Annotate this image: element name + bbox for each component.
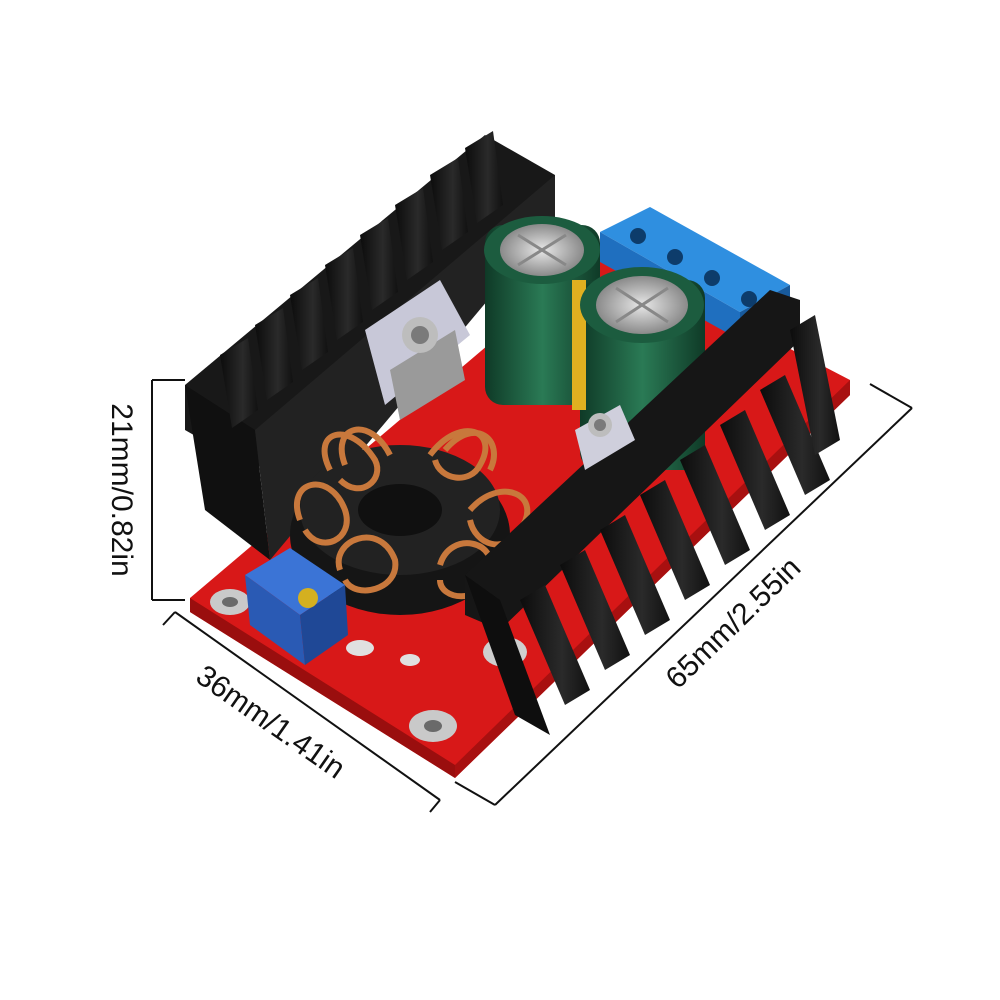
dimension-height	[151, 379, 185, 601]
copper-winding	[294, 426, 531, 600]
screw-icon	[594, 419, 606, 431]
screw-terminal	[704, 270, 720, 286]
toroid-inductor	[290, 426, 531, 615]
solder-pad	[400, 654, 420, 666]
screw-terminal	[741, 291, 757, 307]
dimension-width	[162, 611, 441, 813]
screw-icon	[411, 326, 429, 344]
mounting-hole	[409, 710, 457, 742]
capacitor	[484, 216, 600, 405]
height-label: 21mm/0.82in	[105, 403, 138, 576]
screw-terminal	[667, 249, 683, 265]
screw-terminal	[630, 228, 646, 244]
adjust-screw-icon	[298, 588, 318, 608]
solder-pad	[346, 640, 374, 656]
transistor	[575, 405, 635, 470]
transistor	[365, 280, 470, 420]
heatsink-right	[465, 290, 840, 735]
dimension-length	[454, 383, 913, 806]
mounting-hole	[210, 589, 250, 615]
trimmer-potentiometer	[245, 548, 348, 665]
